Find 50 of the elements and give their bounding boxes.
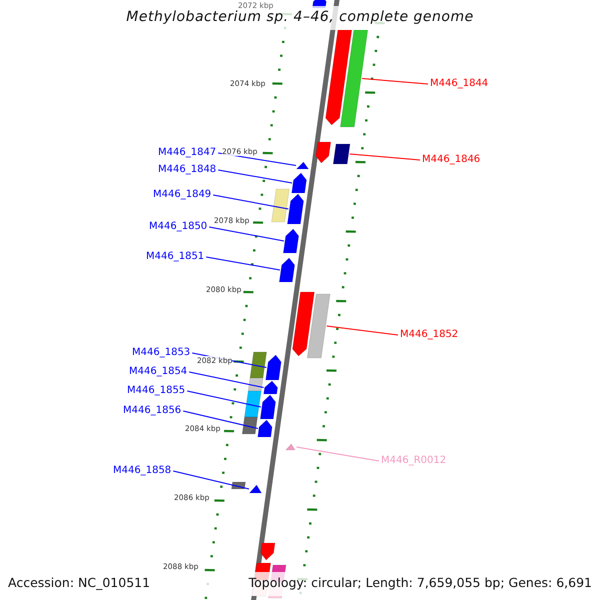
leader-line [172,470,250,490]
gene-block [257,420,272,438]
gene-label: M446_1854 [129,366,188,378]
leader-line [206,256,280,270]
genome-summary-text: Topology: circular; Length: 7,659,055 bp; Genes: 6,691 [248,575,592,590]
leader-line [349,154,420,160]
gene-block [260,542,276,560]
gene-block [287,194,304,224]
leader-line [218,170,293,184]
gene-label: M446_1847 [158,147,216,159]
accession-text: Accession: NC_010511 [8,575,150,590]
leader-line [212,194,289,210]
gene-bar [242,416,258,434]
gene-block [315,142,332,164]
gene-label: M446_1853 [132,347,190,359]
gene-block [291,172,307,194]
gene-bar [340,30,368,128]
leader-line [186,390,262,408]
gene-block [325,30,352,126]
gene-triangle [248,484,262,494]
gene-block [282,228,300,254]
gene-block [278,258,296,282]
gene-label: M446_1850 [149,221,208,233]
gene-triangle [285,444,296,450]
gene-label: M446_R0012 [381,455,446,467]
leader-line [362,78,428,84]
gene-bar [306,294,330,358]
gene-label: M446_1848 [158,164,216,176]
gene-label: M446_1855 [127,385,186,397]
title: Methylobacterium sp. 4–46, complete genome [126,9,474,26]
gene-block [312,0,327,8]
gene-label: M446_1844 [430,78,488,90]
gene-label: M446_1858 [113,465,172,477]
gene-label: M446_1852 [400,329,458,341]
leader-line [208,226,284,242]
gene-block [260,394,276,420]
leader-line [296,446,380,462]
gene-triangle [296,162,310,170]
gene-label: M446_1846 [422,154,480,166]
gene-label: M446_1856 [123,405,182,417]
gene-label: M446_1849 [153,189,212,201]
gene-bar [250,352,267,378]
gene-block [292,292,315,356]
leader-line [326,326,398,336]
leader-line [182,410,258,429]
gene-label: M446_1851 [146,251,204,263]
gene-bar [332,144,350,164]
gene-bar [244,390,262,418]
gene-bar [271,188,290,222]
leader-line [188,372,264,388]
